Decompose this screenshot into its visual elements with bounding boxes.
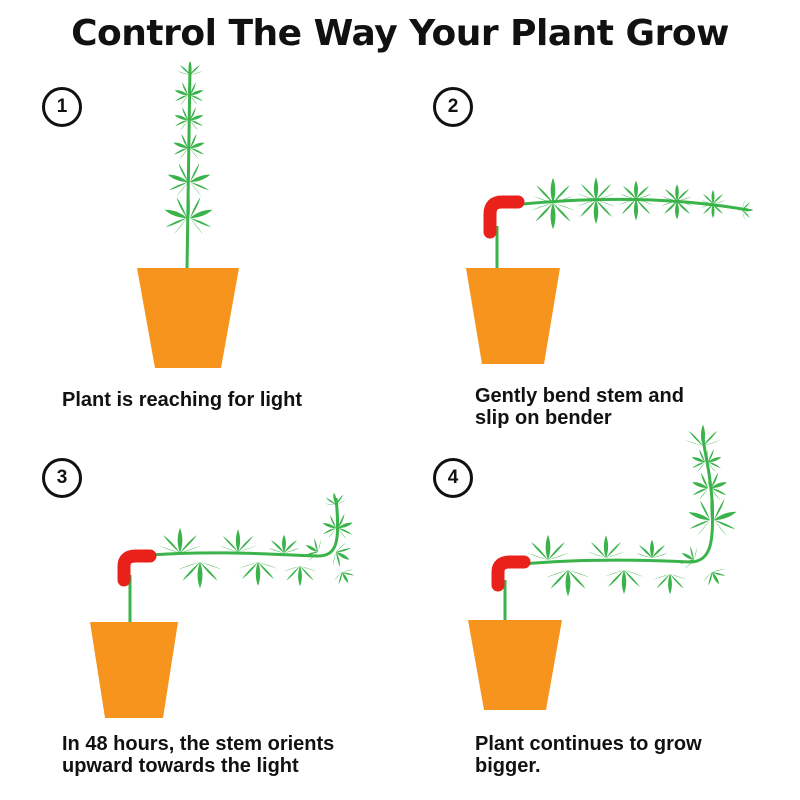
pot-3	[90, 622, 178, 718]
step-caption-3: In 48 hours, the stem orients upward tow…	[62, 733, 334, 777]
plant-illustration-3	[90, 490, 358, 718]
step-number-3: 3	[42, 458, 82, 498]
plant-illustration-2	[466, 177, 754, 364]
plant-illustration-1	[137, 61, 239, 368]
step-caption-1: Plant is reaching for light	[62, 389, 302, 411]
step-number-2: 2	[433, 87, 473, 127]
caption-line: Gently bend stem and	[475, 385, 684, 407]
bender-4	[491, 555, 531, 592]
step-caption-4: Plant continues to grow bigger.	[475, 733, 702, 777]
pot-1	[137, 268, 239, 368]
pot-4	[468, 620, 562, 710]
step-caption-2: Gently bend stem and slip on bender	[475, 385, 684, 429]
step-number-4: 4	[433, 458, 473, 498]
caption-line: bigger.	[475, 755, 541, 777]
caption-line: slip on bender	[475, 407, 612, 429]
pot-2	[466, 268, 560, 364]
bender-2	[483, 195, 525, 239]
bender-3	[117, 549, 157, 587]
caption-line: Plant is reaching for light	[62, 389, 303, 411]
plant-illustration-4	[468, 424, 744, 710]
page-title: Control The Way Your Plant Grow	[71, 13, 729, 54]
step-number-1: 1	[42, 87, 82, 127]
caption-line: upward towards the light	[62, 755, 299, 777]
caption-line: Plant continues to grow	[475, 733, 702, 755]
caption-line: In 48 hours, the stem orients	[62, 733, 335, 755]
